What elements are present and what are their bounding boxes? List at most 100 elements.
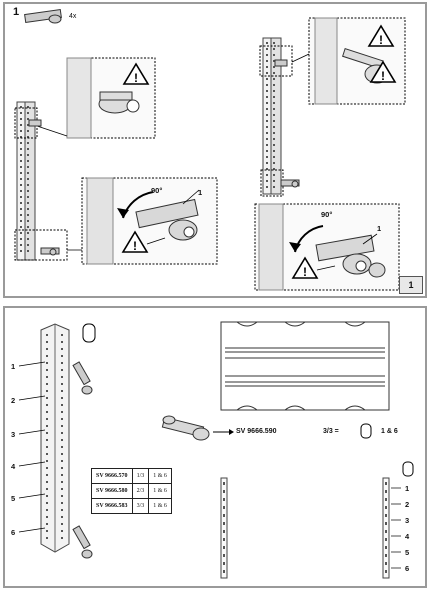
- rail-hole: [20, 238, 22, 240]
- rail-hole: [273, 132, 275, 134]
- rail-hole: [46, 467, 48, 469]
- rail-hole: [27, 178, 29, 180]
- rail-hole: [266, 162, 268, 164]
- assembly-drawing: ! !: [14, 8, 406, 291]
- rail-hole: [273, 72, 275, 74]
- rail-hole: [46, 516, 48, 518]
- position-number-right: 3: [405, 516, 410, 525]
- rail-hole: [266, 102, 268, 104]
- rail-hole: [61, 453, 63, 455]
- rail-hole: [27, 130, 29, 132]
- rail-hole: [61, 446, 63, 448]
- rail-hole: [385, 482, 387, 485]
- rail-hole: [46, 376, 48, 378]
- rail-hole: [46, 383, 48, 385]
- rail-hole: [46, 362, 48, 364]
- right-rail: [262, 37, 282, 195]
- rail-hole: [273, 48, 275, 50]
- rail-hole: [385, 570, 387, 573]
- part-number-label: SV 9666.590: [236, 428, 277, 435]
- position-number-left: 3: [11, 430, 16, 439]
- rail-hole: [273, 66, 275, 68]
- rail-hole: [385, 522, 387, 525]
- leader-line: [18, 461, 46, 467]
- rail-hole: [223, 482, 225, 485]
- angle-label-left: 90°: [151, 186, 163, 195]
- rail-hole: [61, 425, 63, 427]
- rail-hole: [385, 538, 387, 541]
- rail-hole: [20, 208, 22, 210]
- rail-hole: [20, 232, 22, 234]
- rail-hole: [61, 362, 63, 364]
- angle-label-right: 90°: [321, 210, 333, 219]
- rail-hole: [20, 184, 22, 186]
- rail-hole: [27, 208, 29, 210]
- tall-rail: [40, 323, 70, 553]
- rail-hole: [20, 202, 22, 204]
- rail-hole: [273, 108, 275, 110]
- rail-hole: [61, 376, 63, 378]
- svg-text:!: !: [303, 265, 307, 279]
- rail-hole: [46, 495, 48, 497]
- table-cell: 2/3: [131, 483, 150, 499]
- rail-hole: [61, 481, 63, 483]
- rail-hole: [266, 120, 268, 122]
- rail-hole: [20, 178, 22, 180]
- rail-hole: [27, 124, 29, 126]
- rail-hole: [223, 562, 225, 565]
- rail-hole: [273, 156, 275, 158]
- rail-hole: [266, 132, 268, 134]
- rail-hole: [273, 60, 275, 62]
- position-number-left: 4: [11, 462, 16, 471]
- rail-hole: [61, 383, 63, 385]
- leader-line: [18, 395, 46, 401]
- rail-hole: [61, 411, 63, 413]
- table-cell: SV 9666.580: [91, 483, 133, 499]
- rail-hole: [385, 554, 387, 557]
- rail-hole: [61, 348, 63, 350]
- mounting-bracket-icon: [161, 415, 210, 441]
- step-quantity: 4x: [69, 13, 77, 20]
- rail-hole: [46, 537, 48, 539]
- rail-hole: [61, 439, 63, 441]
- callout-number-right: 1: [377, 224, 382, 233]
- rail-hole: [385, 546, 387, 549]
- rail-hole: [61, 537, 63, 539]
- rail-hole: [20, 214, 22, 216]
- rail-hole: [46, 418, 48, 420]
- rail-hole: [27, 172, 29, 174]
- rail-hole: [266, 108, 268, 110]
- rail-hole: [61, 418, 63, 420]
- rail-hole: [20, 112, 22, 114]
- leader-line: [18, 493, 46, 499]
- position-number-right: 2: [405, 500, 410, 509]
- rail-hole: [46, 411, 48, 413]
- rail-hole: [46, 341, 48, 343]
- position-number-right: 4: [405, 532, 410, 541]
- rail-hole: [20, 124, 22, 126]
- rail-hole: [273, 78, 275, 80]
- rail-hole: [27, 232, 29, 234]
- rail-hole: [20, 118, 22, 120]
- cabinet-frame-top-view: [220, 321, 390, 411]
- position-number-left: 2: [11, 396, 16, 405]
- rail-hole: [61, 509, 63, 511]
- rail-hole: [61, 467, 63, 469]
- rail-hole: [46, 509, 48, 511]
- rail-hole: [46, 390, 48, 392]
- page-number: 1: [399, 276, 423, 294]
- rail-hole: [46, 348, 48, 350]
- warning-icon-3: !: [367, 24, 395, 47]
- rail-hole: [20, 130, 22, 132]
- rail-hole: [27, 250, 29, 252]
- table-cell: SV 9666.583: [91, 498, 133, 514]
- rail-hole: [266, 72, 268, 74]
- position-number-left: 1: [11, 362, 16, 371]
- rail-hole: [61, 460, 63, 462]
- table-cell: 1 & 6: [148, 483, 172, 499]
- rail-hole: [46, 446, 48, 448]
- rail-hole: [20, 142, 22, 144]
- rail-hole: [27, 142, 29, 144]
- rail-hole: [266, 174, 268, 176]
